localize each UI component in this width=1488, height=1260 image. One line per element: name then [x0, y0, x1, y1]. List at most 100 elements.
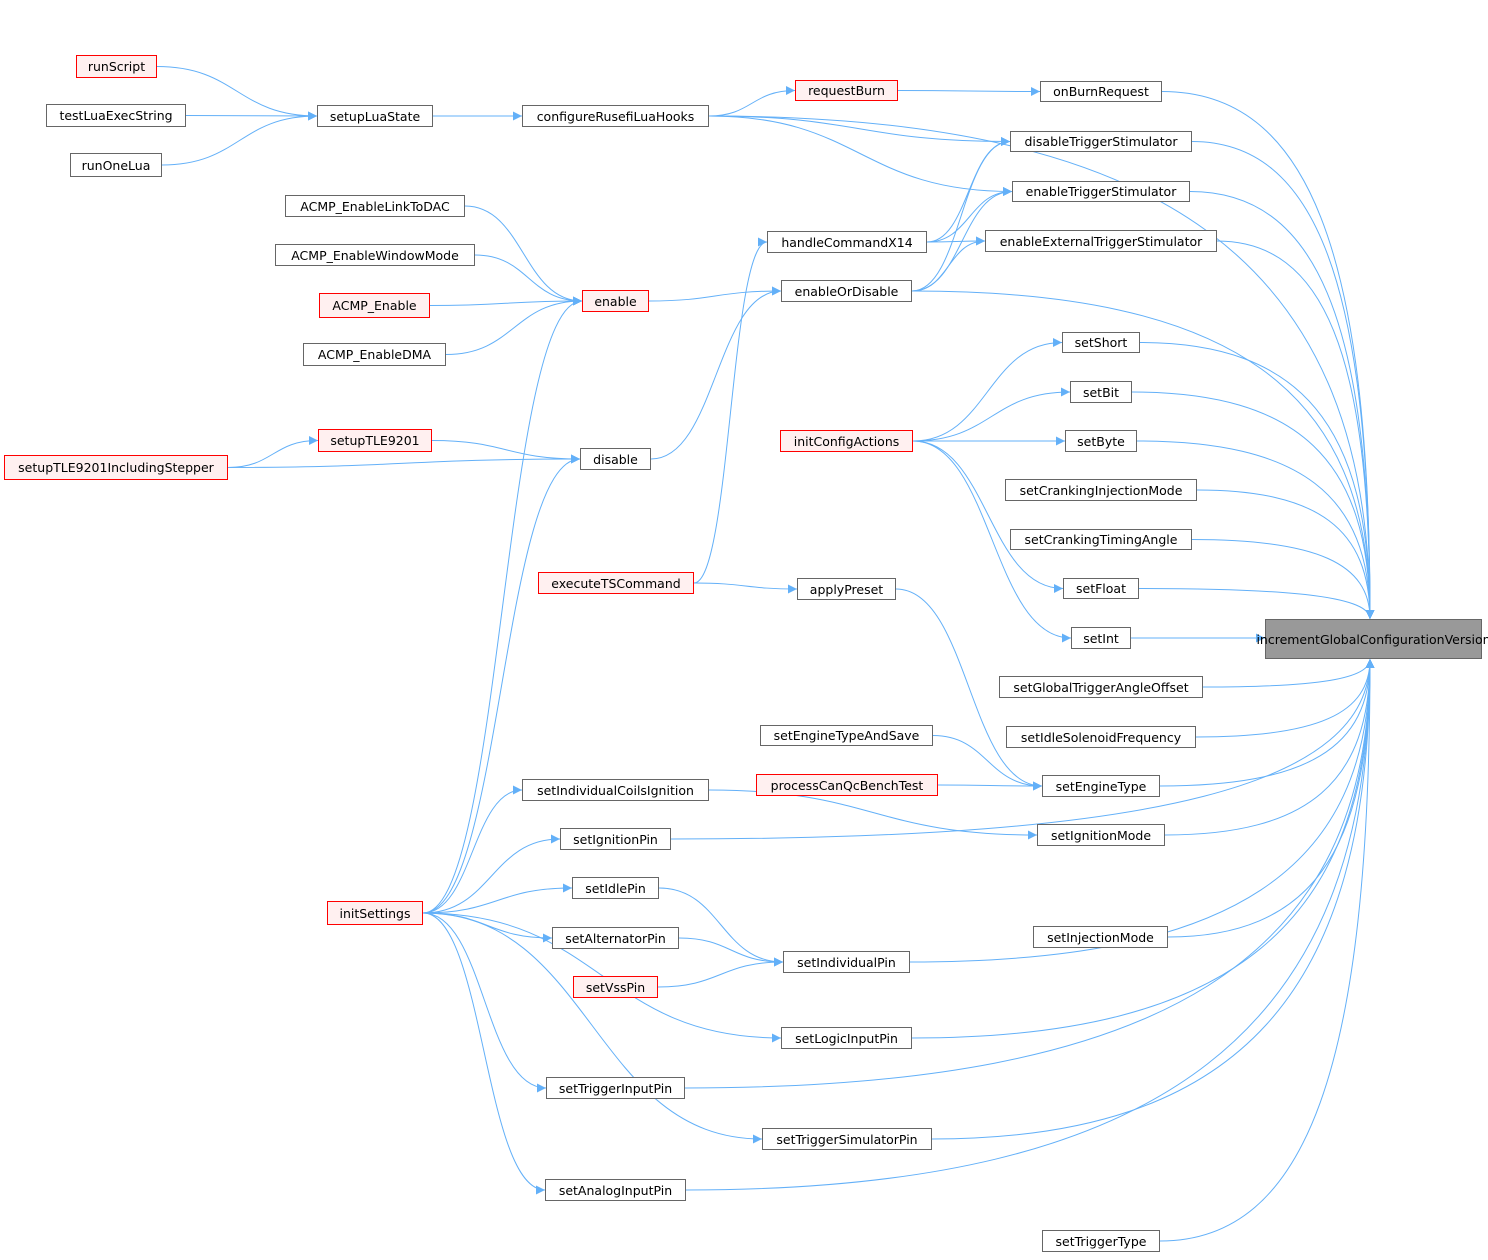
edge-setInjectionMode-to-target — [1167, 658, 1375, 938]
node-setup-lua-state[interactable]: setupLuaState — [317, 105, 433, 127]
edge-setFloat-to-target — [1138, 588, 1375, 620]
edge-initSettings-to-setIndividualCoilsIgnition — [422, 785, 523, 914]
edge-setAnalogInputPin-to-target — [685, 658, 1375, 1191]
edge-setGlobalTriggerAngleOffset-to-target — [1202, 658, 1375, 688]
node-enable-or-disable[interactable]: enableOrDisable — [781, 280, 912, 302]
edge-applyPreset-to-setEngineType — [895, 588, 1043, 791]
edge-setIndividualPin-to-target — [909, 658, 1375, 963]
node-set-analog-input-pin[interactable]: setAnalogInputPin — [545, 1179, 686, 1201]
node-acmp-enable[interactable]: ACMP_Enable — [319, 293, 430, 318]
node-set-individual-pin[interactable]: setIndividualPin — [783, 951, 910, 973]
node-init-settings[interactable]: initSettings — [327, 901, 423, 925]
edge-setCrankingInjectionMode-to-target — [1196, 489, 1375, 620]
node-set-injection-mode[interactable]: setInjectionMode — [1033, 926, 1168, 948]
node-set-trigger-simulator-pin[interactable]: setTriggerSimulatorPin — [762, 1128, 932, 1150]
node-disable-trigger-stimulator[interactable]: disableTriggerStimulator — [1010, 131, 1192, 152]
node-set-engine-type[interactable]: setEngineType — [1042, 775, 1160, 797]
node-init-config-actions[interactable]: initConfigActions — [780, 430, 913, 452]
node-disable[interactable]: disable — [580, 448, 651, 470]
edge-initConfigActions-to-setShort — [912, 338, 1063, 442]
node-execute-tscommand[interactable]: executeTSCommand — [538, 572, 694, 594]
node-acmp-enable-dma[interactable]: ACMP_EnableDMA — [303, 343, 446, 366]
node-setup-tle9201[interactable]: setupTLE9201 — [318, 429, 432, 452]
edge-initSettings-to-setIgnitionPin — [422, 834, 561, 914]
edge-initSettings-to-enable — [422, 296, 583, 914]
node-acmp-enable-window-mode[interactable]: ACMP_EnableWindowMode — [275, 244, 475, 266]
node-set-global-trigger-angle-offset[interactable]: setGlobalTriggerAngleOffset — [999, 676, 1203, 698]
edge-configureRusefiLuaHooks-to-disableTriggerStimulator — [708, 115, 1011, 146]
edge-disableTriggerStimulator-to-target — [1191, 141, 1375, 620]
node-run-one-lua[interactable]: runOneLua — [70, 153, 162, 177]
node-set-short[interactable]: setShort — [1062, 332, 1140, 353]
edge-testLuaExecString-to-setupLuaState — [185, 111, 318, 121]
node-setup-tle9201including-stepper[interactable]: setupTLE9201IncludingStepper — [4, 455, 228, 480]
node-set-engine-type-and-save[interactable]: setEngineTypeAndSave — [760, 725, 933, 746]
node-run-script[interactable]: runScript — [76, 55, 157, 78]
node-set-trigger-type[interactable]: setTriggerType — [1042, 1230, 1160, 1252]
node-set-logic-input-pin[interactable]: setLogicInputPin — [781, 1027, 912, 1049]
edge-setShort-to-target — [1139, 342, 1375, 620]
edge-configureRusefiLuaHooks-to-enableTriggerStimulator — [708, 115, 1013, 196]
node-set-cranking-timing-angle[interactable]: setCrankingTimingAngle — [1010, 529, 1192, 550]
node-set-individual-coils-ignition[interactable]: setIndividualCoilsIgnition — [522, 779, 709, 801]
edge-ACMP_EnableWindowMode-to-enable — [474, 254, 583, 306]
node-request-burn[interactable]: requestBurn — [795, 80, 898, 101]
edge-setupTLE9201IncludingStepper-to-disable — [227, 454, 581, 468]
edge-initSettings-to-setTriggerInputPin — [422, 912, 547, 1093]
edge-enableExternalTriggerStimulator-to-target — [1216, 240, 1375, 620]
edge-runScript-to-setupLuaState — [156, 66, 318, 121]
edge-setEngineType-to-target — [1159, 658, 1375, 787]
node-target[interactable]: incrementGlobalConfigurationVersion — [1256, 619, 1488, 659]
edge-setTriggerType-to-target — [1159, 658, 1375, 1242]
node-set-ignition-pin[interactable]: setIgnitionPin — [560, 828, 671, 850]
node-set-byte[interactable]: setByte — [1065, 430, 1137, 452]
node-configure-rusefi-lua-hooks[interactable]: configureRusefiLuaHooks — [522, 105, 709, 127]
edge-setAlternatorPin-to-setIndividualPin — [678, 937, 784, 967]
node-process-can-qc-bench-test[interactable]: processCanQcBenchTest — [756, 774, 938, 796]
node-set-idle-solenoid-frequency[interactable]: setIdleSolenoidFrequency — [1006, 726, 1196, 748]
edge-setTriggerInputPin-to-target — [684, 658, 1375, 1089]
edge-initSettings-to-disable — [422, 454, 581, 914]
node-enable-trigger-stimulator[interactable]: enableTriggerStimulator — [1012, 181, 1190, 202]
edge-initSettings-to-setIdlePin — [422, 883, 573, 914]
node-set-ignition-mode[interactable]: setIgnitionMode — [1037, 824, 1165, 846]
node-test-lua-exec-string[interactable]: testLuaExecString — [46, 104, 186, 127]
node-enable-external-trigger-stimulator[interactable]: enableExternalTriggerStimulator — [985, 230, 1217, 252]
edge-initConfigActions-to-setInt — [912, 440, 1072, 643]
edge-ACMP_Enable-to-enable — [429, 296, 583, 306]
edge-setEngineTypeAndSave-to-setEngineType — [932, 735, 1043, 791]
node-apply-preset[interactable]: applyPreset — [797, 578, 896, 600]
edge-setIgnitionMode-to-target — [1164, 658, 1375, 836]
edge-initSettings-to-setTriggerSimulatorPin — [422, 912, 763, 1144]
node-on-burn-request[interactable]: onBurnRequest — [1040, 81, 1162, 102]
node-handle-command-x14[interactable]: handleCommandX14 — [767, 231, 927, 253]
node-enable[interactable]: enable — [582, 290, 649, 312]
edge-setLogicInputPin-to-target — [911, 658, 1375, 1039]
edge-enableOrDisable-to-enableExternalTriggerStimulator — [911, 236, 986, 292]
node-set-int[interactable]: setInt — [1071, 627, 1131, 649]
edge-runOneLua-to-setupLuaState — [161, 111, 318, 166]
edge-enable-to-enableOrDisable — [648, 286, 782, 302]
node-set-idle-pin[interactable]: setIdlePin — [572, 877, 659, 899]
node-acmp-enable-link-to-dac[interactable]: ACMP_EnableLinkToDAC — [285, 195, 465, 217]
node-set-alternator-pin[interactable]: setAlternatorPin — [552, 927, 679, 949]
edge-setVssPin-to-setIndividualPin — [657, 957, 784, 988]
node-set-vss-pin[interactable]: setVssPin — [573, 976, 658, 998]
edge-initSettings-to-setLogicInputPin — [422, 912, 782, 1043]
edge-setBit-to-target — [1131, 391, 1375, 620]
edge-initSettings-to-setAnalogInputPin — [422, 912, 546, 1195]
edge-initConfigActions-to-setFloat — [912, 440, 1064, 593]
edge-setIgnitionPin-to-target — [670, 658, 1375, 840]
node-set-bit[interactable]: setBit — [1070, 381, 1132, 403]
node-set-trigger-input-pin[interactable]: setTriggerInputPin — [546, 1077, 685, 1099]
node-set-float[interactable]: setFloat — [1063, 578, 1139, 599]
edge-configureRusefiLuaHooks-to-requestBurn — [708, 86, 796, 117]
edge-setCrankingTimingAngle-to-target — [1191, 539, 1375, 620]
node-set-cranking-injection-mode[interactable]: setCrankingInjectionMode — [1005, 479, 1197, 501]
edge-executeTSCommand-to-handleCommandX14 — [693, 237, 768, 584]
edge-processCanQcBenchTest-to-setEngineType — [937, 781, 1043, 791]
edge-setTriggerSimulatorPin-to-target — [931, 658, 1375, 1140]
edge-initConfigActions-to-setBit — [912, 387, 1071, 442]
edge-setupTLE9201IncludingStepper-to-setupTLE9201 — [227, 436, 319, 468]
